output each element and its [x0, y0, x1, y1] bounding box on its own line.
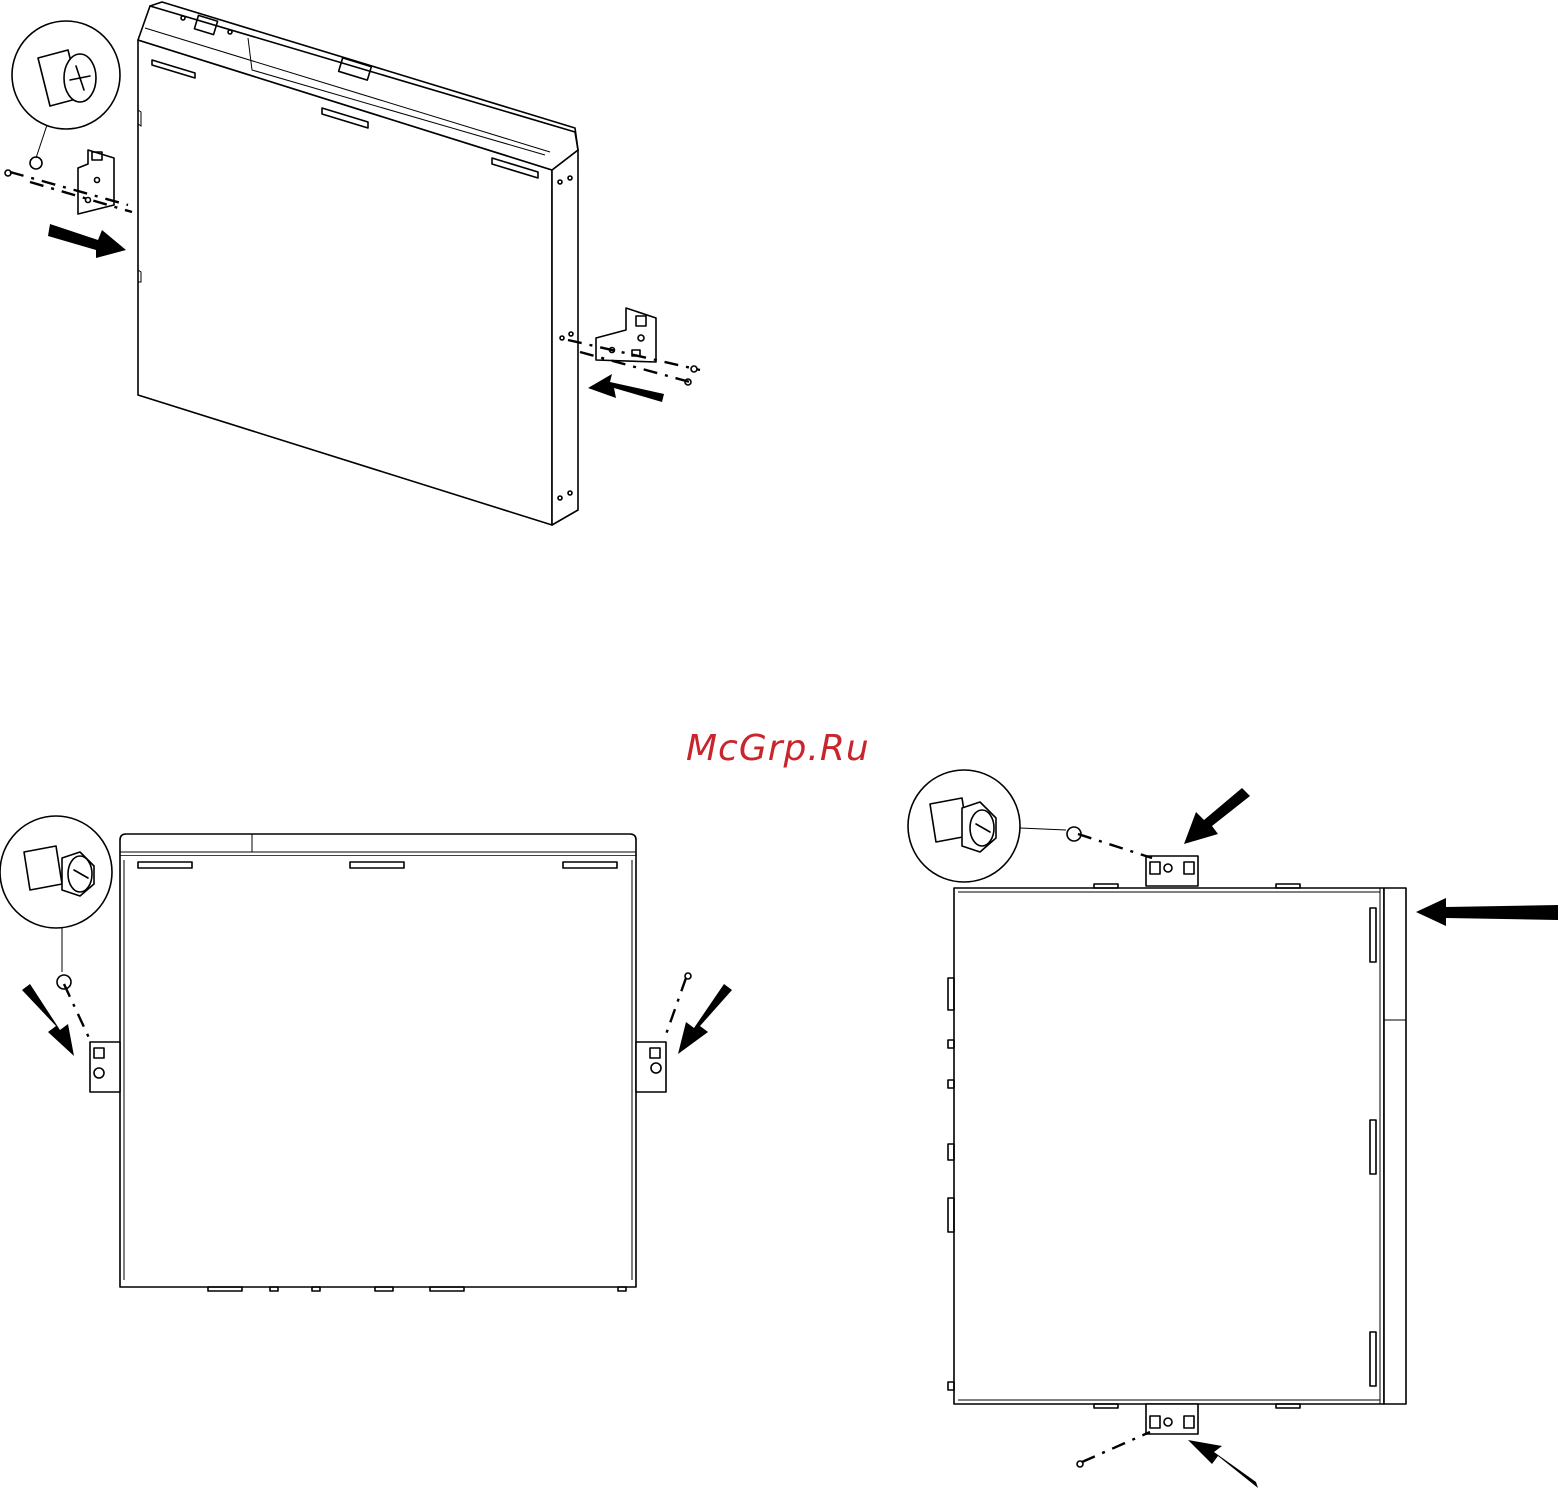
arrow-icon — [588, 374, 664, 402]
watermark: McGrp.Ru — [686, 728, 870, 769]
mounting-bracket-icon — [636, 1042, 666, 1092]
arrow-icon — [1416, 898, 1558, 926]
screw-detail-icon — [12, 21, 120, 158]
device-horizontal — [120, 834, 636, 1291]
screw-icon — [685, 973, 691, 979]
screw-detail-icon — [908, 770, 1066, 882]
device-vertical — [948, 884, 1406, 1408]
arrow-icon — [1184, 788, 1250, 844]
mounting-bracket-icon — [1146, 856, 1198, 886]
top-view-vertical — [908, 770, 1558, 1488]
isometric-view — [5, 2, 700, 525]
arrow-icon — [1188, 1440, 1258, 1488]
mounting-bracket-icon — [90, 1042, 120, 1092]
arrow-icon — [22, 984, 74, 1056]
arrow-icon — [48, 224, 126, 258]
screw-detail-icon — [0, 816, 112, 972]
screw-icon — [1077, 1461, 1083, 1467]
top-view-horizontal — [0, 816, 732, 1291]
mounting-bracket-icon — [1146, 1404, 1198, 1434]
mounting-bracket-icon — [78, 150, 114, 214]
device-isometric — [138, 2, 578, 525]
screw-icon — [57, 975, 71, 989]
mounting-bracket-icon — [596, 308, 656, 362]
arrow-icon — [678, 984, 732, 1054]
